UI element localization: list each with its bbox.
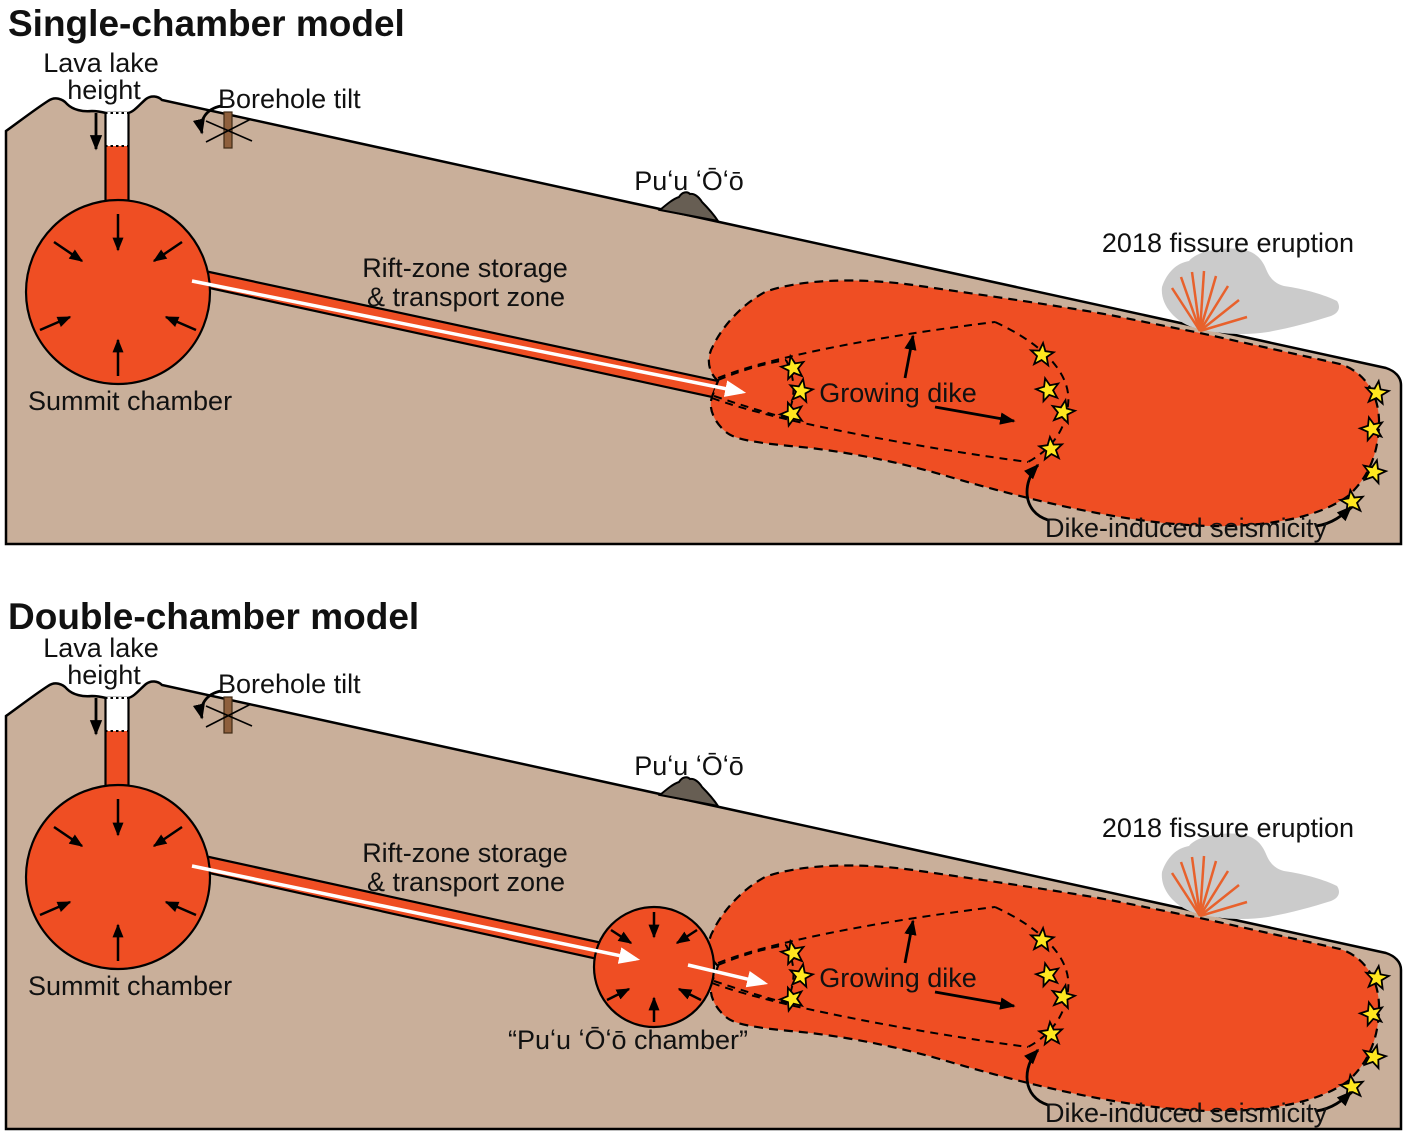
rift-zone-label-line1: Rift-zone storage <box>362 838 568 868</box>
seismicity-pointer-right-icon <box>1315 505 1353 528</box>
growing-dike-right-arrow-icon <box>934 990 1016 1010</box>
growing-dike-label: Growing dike <box>819 378 977 408</box>
summit-chamber <box>24 198 212 386</box>
growing-dike-right-arrow-icon <box>934 405 1016 425</box>
seismicity-pointer-left-icon <box>1024 1048 1049 1107</box>
summit-chamber <box>24 783 212 971</box>
panel-double-chamber: Double-chamber model Lava lake height Bo… <box>4 596 1403 1131</box>
rift-zone-label-line1: Rift-zone storage <box>362 253 568 283</box>
lava-lake-label-line2: height <box>67 660 141 690</box>
summit-chamber-label: Summit chamber <box>28 386 232 416</box>
magma-flow-arrow-icon <box>687 963 769 988</box>
lava-lake-conduit <box>104 697 130 789</box>
puu-oo-chamber-contraction-arrows <box>606 912 702 1022</box>
puu-oo-label: Puʻu ʻŌʻō <box>634 751 744 781</box>
growing-dike-body <box>707 864 1381 1113</box>
borehole-tilt-label: Borehole tilt <box>218 669 361 699</box>
fissure-eruption-label: 2018 fissure eruption <box>1102 228 1354 258</box>
panel-title: Single-chamber model <box>8 3 405 44</box>
fissure-eruption-label: 2018 fissure eruption <box>1102 813 1354 843</box>
lava-flow-field <box>1161 248 1339 335</box>
lava-lake-label-line2: height <box>67 75 141 105</box>
growing-dike-body <box>707 279 1381 528</box>
rift-zone-label-line2: & transport zone <box>367 282 565 312</box>
puu-oo-chamber-label: “Puʻu ʻŌʻō chamber” <box>508 1025 748 1055</box>
seismicity-pointer-right-icon <box>1315 1090 1353 1113</box>
lava-lake-label-line1: Lava lake <box>43 633 159 663</box>
seismicity-label: Dike-induced seismicity <box>1045 1098 1328 1128</box>
panel-single-chamber: Single-chamber model Lava lake height Bo… <box>4 3 1403 546</box>
summit-chamber-label: Summit chamber <box>28 971 232 1001</box>
puu-oo-label: Puʻu ʻŌʻō <box>634 166 744 196</box>
panel-title: Double-chamber model <box>8 596 419 637</box>
fissure-fountain-icon <box>1170 270 1248 333</box>
magma-flow-arrow-icon <box>191 279 747 397</box>
summit-contraction-arrows <box>39 214 197 376</box>
growing-dike-up-arrow-icon <box>903 334 917 379</box>
fissure-fountain-icon <box>1170 855 1248 918</box>
seismicity-pointer-left-icon <box>1024 463 1049 522</box>
lava-flow-field <box>1161 833 1339 920</box>
borehole-tilt-icon <box>192 104 253 149</box>
lava-lake-label-line1: Lava lake <box>43 48 159 78</box>
borehole-tilt-label: Borehole tilt <box>218 84 361 114</box>
puu-oo-cone <box>657 191 721 223</box>
magma-flow-arrow-icon <box>191 864 641 964</box>
borehole-tilt-icon <box>192 689 253 734</box>
summit-contraction-arrows <box>39 799 197 961</box>
growing-dike-up-arrow-icon <box>903 919 917 964</box>
lava-lake-conduit <box>104 112 130 204</box>
growing-dike-label: Growing dike <box>819 963 977 993</box>
rift-zone-label-line2: & transport zone <box>367 867 565 897</box>
seismicity-label: Dike-induced seismicity <box>1045 513 1328 543</box>
puu-oo-cone <box>657 776 721 808</box>
